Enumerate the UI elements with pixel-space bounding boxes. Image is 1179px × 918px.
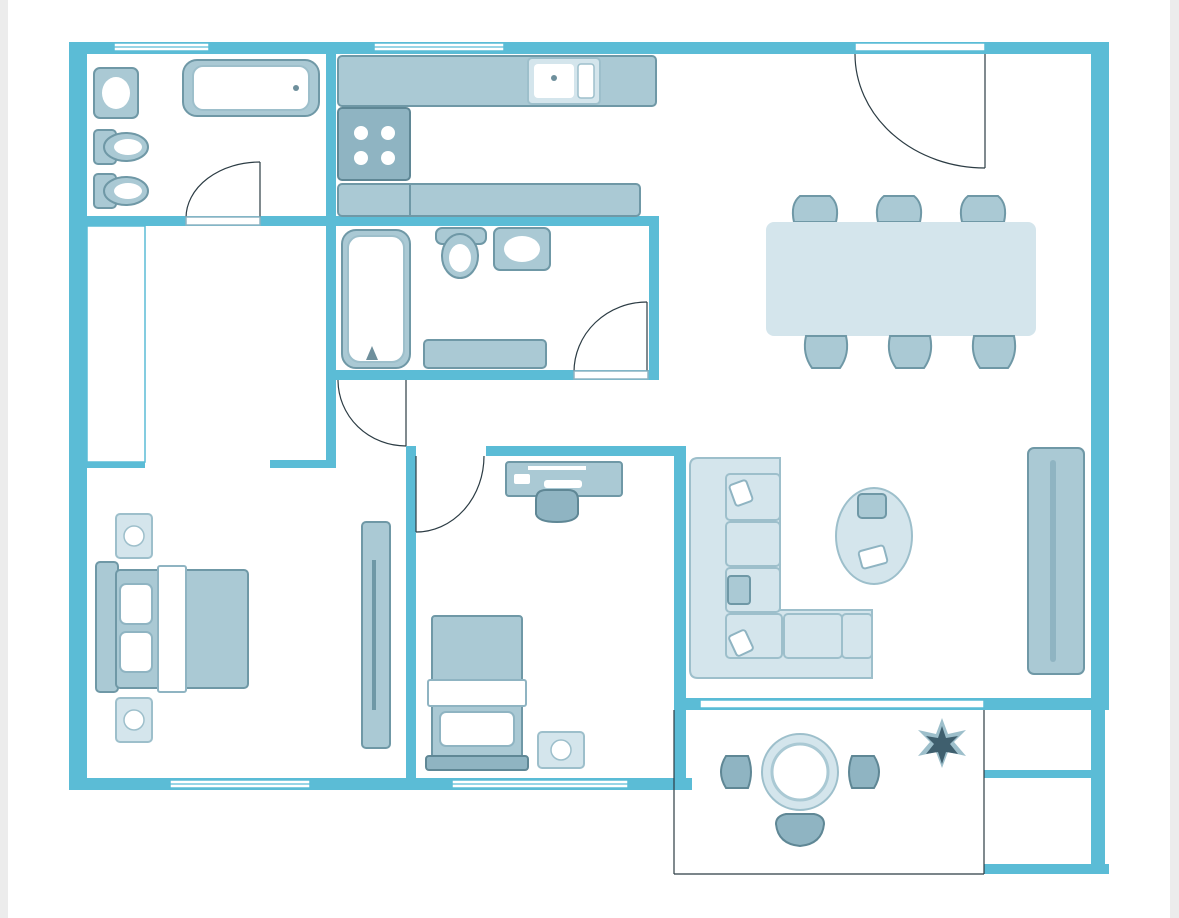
wall-bath2-right: [649, 216, 659, 380]
doors: [185, 53, 986, 875]
wall-right: [1091, 54, 1109, 704]
tray: [857, 493, 887, 519]
kitchen-counter-top: [337, 55, 657, 107]
windows: [86, 42, 986, 789]
book: [857, 544, 889, 570]
pillow: [119, 631, 153, 673]
balcony-chair: [720, 755, 752, 789]
wall-living-left: [674, 446, 686, 790]
wall-closet-right: [270, 460, 336, 468]
bath-mat: [423, 339, 547, 369]
bathroom-top-left: [93, 59, 320, 209]
wall-bath2-bottom: [336, 370, 659, 380]
dining-chairs-top: [791, 195, 1007, 223]
bed-headboard: [425, 755, 529, 771]
wall-bedroom-divider: [406, 446, 416, 790]
bathroom-center: [341, 227, 551, 369]
floor-plan: [69, 42, 1109, 875]
closet-left: [86, 225, 146, 463]
wall-closet-left: [87, 460, 145, 468]
wall-small-bedroom-top: [486, 446, 684, 456]
kitchen-counter-bottom: [337, 183, 641, 217]
stove: [337, 107, 411, 181]
balcony-chair: [774, 813, 826, 848]
cushion: [727, 575, 751, 605]
cushion: [728, 629, 754, 657]
window-balcony-door: [699, 699, 985, 709]
bed-headboard: [95, 561, 119, 693]
balcony-chair: [848, 755, 880, 789]
bed-blanket-fold: [427, 679, 527, 707]
cushion: [728, 479, 754, 507]
desk-chair: [535, 489, 579, 524]
bedroom-left: [95, 513, 391, 749]
wall-balcony-bottom: [984, 864, 1109, 874]
kitchen: [337, 55, 657, 217]
plant-icon: [918, 718, 966, 768]
bedroom-small: [425, 461, 623, 771]
coffee-table: [835, 487, 913, 585]
balcony: [720, 718, 966, 848]
wall-upper-corridor: [87, 216, 659, 226]
window-entry: [854, 42, 986, 52]
chair: [887, 335, 933, 369]
floor-plan-page: [8, 0, 1170, 918]
wall-bath-kitchen: [326, 54, 336, 468]
dining-table: [766, 222, 1036, 336]
wall-left: [69, 42, 87, 790]
dining-chairs-bottom: [803, 335, 1017, 369]
bedroom-small-door: [415, 455, 485, 533]
chair: [959, 195, 1007, 223]
chair: [971, 335, 1017, 369]
bed-blanket-fold: [157, 565, 187, 693]
chair: [803, 335, 849, 369]
bedroom-left-door: [337, 379, 407, 447]
chair: [791, 195, 839, 223]
living-area: [689, 447, 1085, 679]
wall-top: [69, 42, 1109, 54]
wall-balcony-right: [1091, 704, 1105, 874]
pillow: [439, 711, 515, 747]
chair: [875, 195, 923, 223]
wall-balcony-shelf: [984, 770, 1094, 778]
pillow: [119, 583, 153, 625]
dining-area: [766, 195, 1036, 369]
